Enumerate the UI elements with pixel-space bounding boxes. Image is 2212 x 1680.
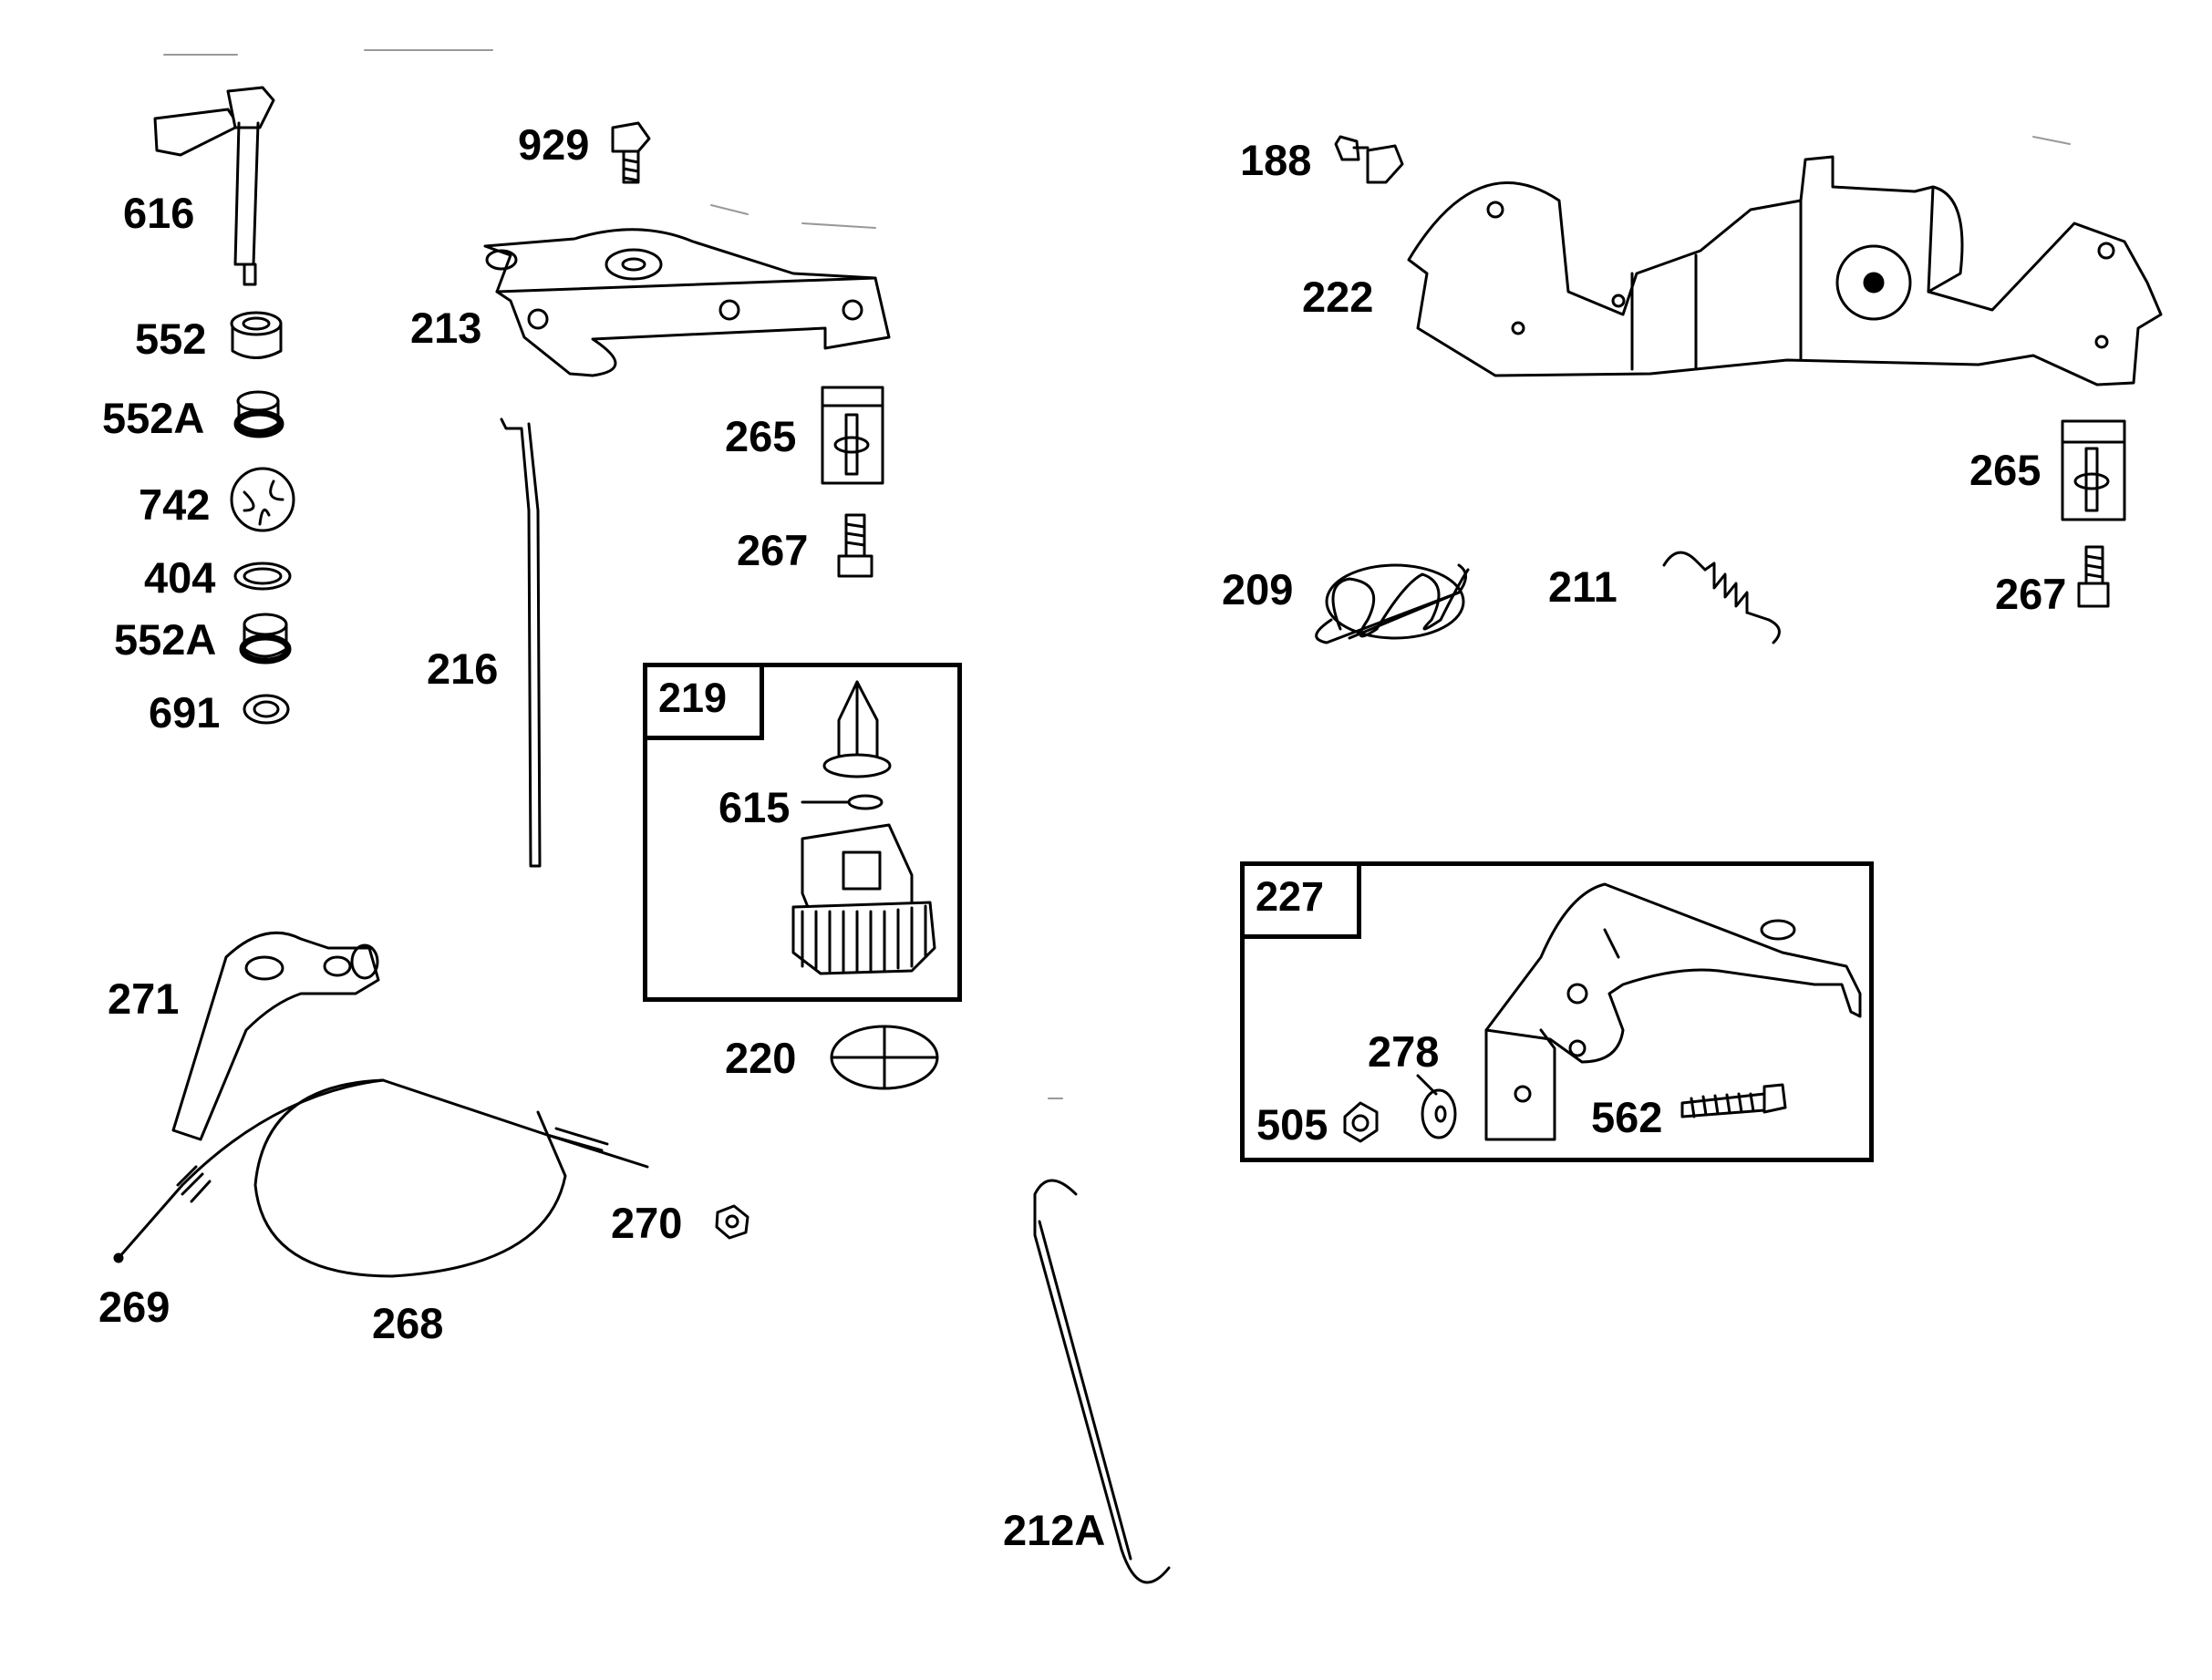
label-209: 209 bbox=[1222, 565, 1294, 613]
part-562-screw bbox=[1680, 1083, 1787, 1118]
part-219-governor-gear bbox=[791, 680, 936, 975]
label-929: 929 bbox=[518, 120, 590, 169]
label-269: 269 bbox=[98, 1283, 171, 1331]
part-216-rod bbox=[500, 417, 542, 868]
group-box-219: 219 bbox=[643, 663, 962, 1002]
part-209-spring bbox=[1315, 563, 1470, 644]
part-552A-seal-bottom bbox=[239, 613, 292, 665]
label-270: 270 bbox=[611, 1199, 683, 1247]
part-552A-seal-top bbox=[233, 390, 284, 438]
part-270-nut bbox=[715, 1204, 749, 1240]
label-562: 562 bbox=[1591, 1093, 1663, 1141]
part-271-lever bbox=[171, 931, 380, 1141]
box-label-227: 227 bbox=[1256, 873, 1325, 920]
label-211: 211 bbox=[1548, 562, 1618, 611]
label-265-right: 265 bbox=[1969, 446, 2041, 494]
part-188-bolt bbox=[1334, 135, 1404, 184]
label-212A: 212A bbox=[1003, 1506, 1106, 1554]
part-265-clip-left bbox=[821, 386, 884, 485]
label-742: 742 bbox=[139, 480, 211, 529]
part-211-spring bbox=[1662, 551, 1781, 644]
part-552-bushing bbox=[230, 311, 283, 359]
label-505: 505 bbox=[1256, 1100, 1328, 1149]
box-tag-227: 227 bbox=[1245, 866, 1361, 939]
label-616: 616 bbox=[123, 189, 195, 237]
label-265-left: 265 bbox=[725, 412, 797, 460]
part-929-bolt bbox=[611, 121, 651, 184]
part-220-cap bbox=[830, 1025, 939, 1090]
part-505-nut bbox=[1343, 1101, 1379, 1143]
label-222: 222 bbox=[1302, 273, 1374, 321]
part-278-washer bbox=[1416, 1074, 1457, 1139]
label-552A-top: 552A bbox=[102, 394, 205, 442]
label-267-right: 267 bbox=[1995, 570, 2067, 618]
label-404: 404 bbox=[144, 553, 216, 602]
label-615: 615 bbox=[718, 783, 791, 831]
label-278: 278 bbox=[1368, 1027, 1440, 1076]
part-222-bracket bbox=[1407, 155, 2163, 387]
part-616-shaft bbox=[153, 86, 275, 286]
part-269-cable-end bbox=[113, 1252, 124, 1263]
label-188: 188 bbox=[1240, 136, 1312, 184]
label-271: 271 bbox=[108, 974, 180, 1023]
label-552A-bottom: 552A bbox=[114, 615, 217, 664]
part-213-bracket bbox=[483, 228, 891, 377]
box-label-219: 219 bbox=[658, 675, 728, 721]
part-212A-link-rod bbox=[1033, 1179, 1171, 1584]
label-216: 216 bbox=[427, 644, 499, 693]
group-box-227: 227 bbox=[1240, 861, 1874, 1162]
part-691-washer bbox=[243, 694, 290, 725]
label-213: 213 bbox=[410, 304, 482, 352]
part-268-cable bbox=[117, 1078, 649, 1278]
label-220: 220 bbox=[725, 1034, 797, 1082]
label-691: 691 bbox=[149, 688, 221, 737]
part-742-clip bbox=[230, 467, 295, 532]
part-265-clip-right bbox=[2061, 419, 2126, 521]
part-267-screw-right bbox=[2077, 545, 2110, 608]
part-404-ring bbox=[233, 562, 292, 591]
label-267-left: 267 bbox=[737, 526, 809, 574]
part-267-screw-left bbox=[837, 513, 873, 578]
label-268: 268 bbox=[372, 1299, 444, 1347]
box-tag-219: 219 bbox=[647, 667, 764, 740]
part-227-control-lever bbox=[1484, 882, 1862, 1141]
label-552: 552 bbox=[135, 314, 207, 363]
